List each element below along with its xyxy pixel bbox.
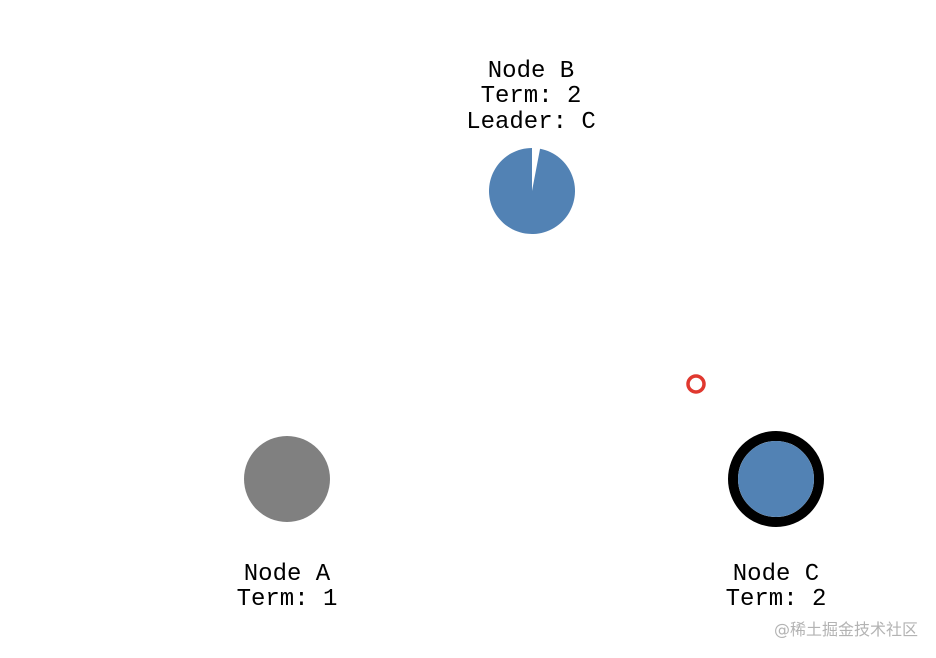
node-a-name: Node A	[244, 561, 331, 588]
watermark: @稀土掘金技术社区	[773, 620, 918, 639]
node-c-term: Term: 2	[726, 586, 827, 613]
node-b[interactable]: Node B Term: 2 Leader: C	[466, 58, 596, 234]
message-dot	[686, 374, 706, 394]
node-c-circle	[738, 441, 814, 517]
node-a-term: Term: 1	[237, 586, 338, 613]
node-c-leader-ring	[728, 431, 824, 527]
node-b-leader: Leader: C	[466, 109, 596, 136]
node-c[interactable]: Node C Term: 2	[726, 431, 827, 613]
node-b-circle	[489, 147, 576, 234]
node-c-name: Node C	[733, 561, 819, 588]
node-b-name: Node B	[488, 58, 574, 85]
node-a-circle	[244, 436, 330, 522]
node-a[interactable]: Node A Term: 1	[237, 436, 338, 613]
node-b-term: Term: 2	[481, 83, 582, 110]
